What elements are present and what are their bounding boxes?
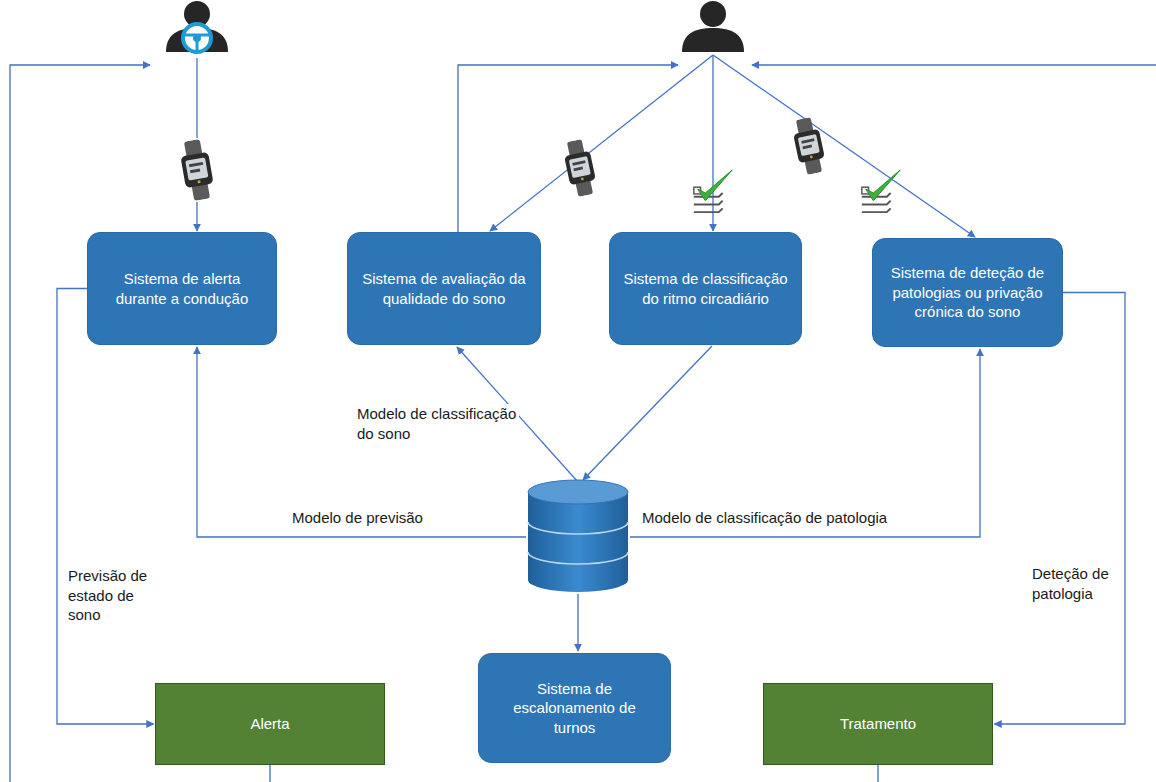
node-text: Sistema de deteção de patologias ou priv… xyxy=(885,263,1050,322)
node-text: Sistema de alerta durante a condução xyxy=(100,269,264,308)
model-label: Modelo de classificação de patologia xyxy=(640,508,889,528)
node-text: Sistema de escalonamento de turnos xyxy=(491,679,658,738)
model-label: Modelo de previsão xyxy=(290,508,425,528)
database-body xyxy=(528,492,628,592)
node-text: Sistema de classificação do ritmo circad… xyxy=(622,269,789,308)
checklist-icon xyxy=(694,170,732,212)
connector-lines xyxy=(10,55,1156,782)
person-icon xyxy=(682,1,744,52)
system-box: Sistema de alerta durante a condução xyxy=(87,232,277,345)
system-box: Sistema de deteção de patologias ou priv… xyxy=(872,238,1063,347)
database-top xyxy=(528,480,628,504)
exit-line xyxy=(877,765,878,782)
model-arrow xyxy=(630,349,980,537)
input-arrow xyxy=(196,202,197,231)
edge-label: Deteção de patologia xyxy=(1030,564,1124,603)
loop-line xyxy=(10,65,150,782)
steering-wheel xyxy=(183,24,211,52)
model-arrow xyxy=(577,594,578,651)
node-text: Tratamento xyxy=(840,714,916,734)
input-arrow xyxy=(490,55,713,231)
model-arrow xyxy=(197,347,526,537)
sensor-line xyxy=(196,58,197,138)
driver-icon xyxy=(166,1,228,52)
checklist-icon xyxy=(862,170,900,212)
node-text: Alerta xyxy=(250,714,289,734)
outcome-box: Alerta xyxy=(155,683,385,765)
exit-line xyxy=(269,765,270,782)
watch-icon xyxy=(561,138,598,198)
outcome-box: Tratamento xyxy=(763,683,993,765)
feedback-arrow xyxy=(752,64,1156,65)
edge-connector xyxy=(57,289,154,725)
person-head xyxy=(700,1,726,27)
database-ring xyxy=(528,522,628,564)
watch-icon xyxy=(790,116,827,176)
input-arrow xyxy=(713,55,975,237)
node-text: Sistema de avaliação da qualidade do son… xyxy=(360,269,528,308)
model-label: Modelo de classificação do sono xyxy=(355,404,519,443)
system-box: Sistema de classificação do ritmo circad… xyxy=(609,232,802,345)
system-box: Sistema de escalonamento de turnos xyxy=(478,653,671,763)
edge-connector xyxy=(995,293,1126,725)
system-box: Sistema de avaliação da qualidade do son… xyxy=(347,232,541,345)
steering-spokes xyxy=(184,35,210,51)
data-arrow xyxy=(583,346,712,480)
feedback-arrow xyxy=(458,65,678,232)
person-body xyxy=(682,28,744,52)
database-icon xyxy=(528,480,628,592)
edge-label: Previsão de estado de sono xyxy=(66,566,170,625)
watch-icon xyxy=(178,138,216,202)
